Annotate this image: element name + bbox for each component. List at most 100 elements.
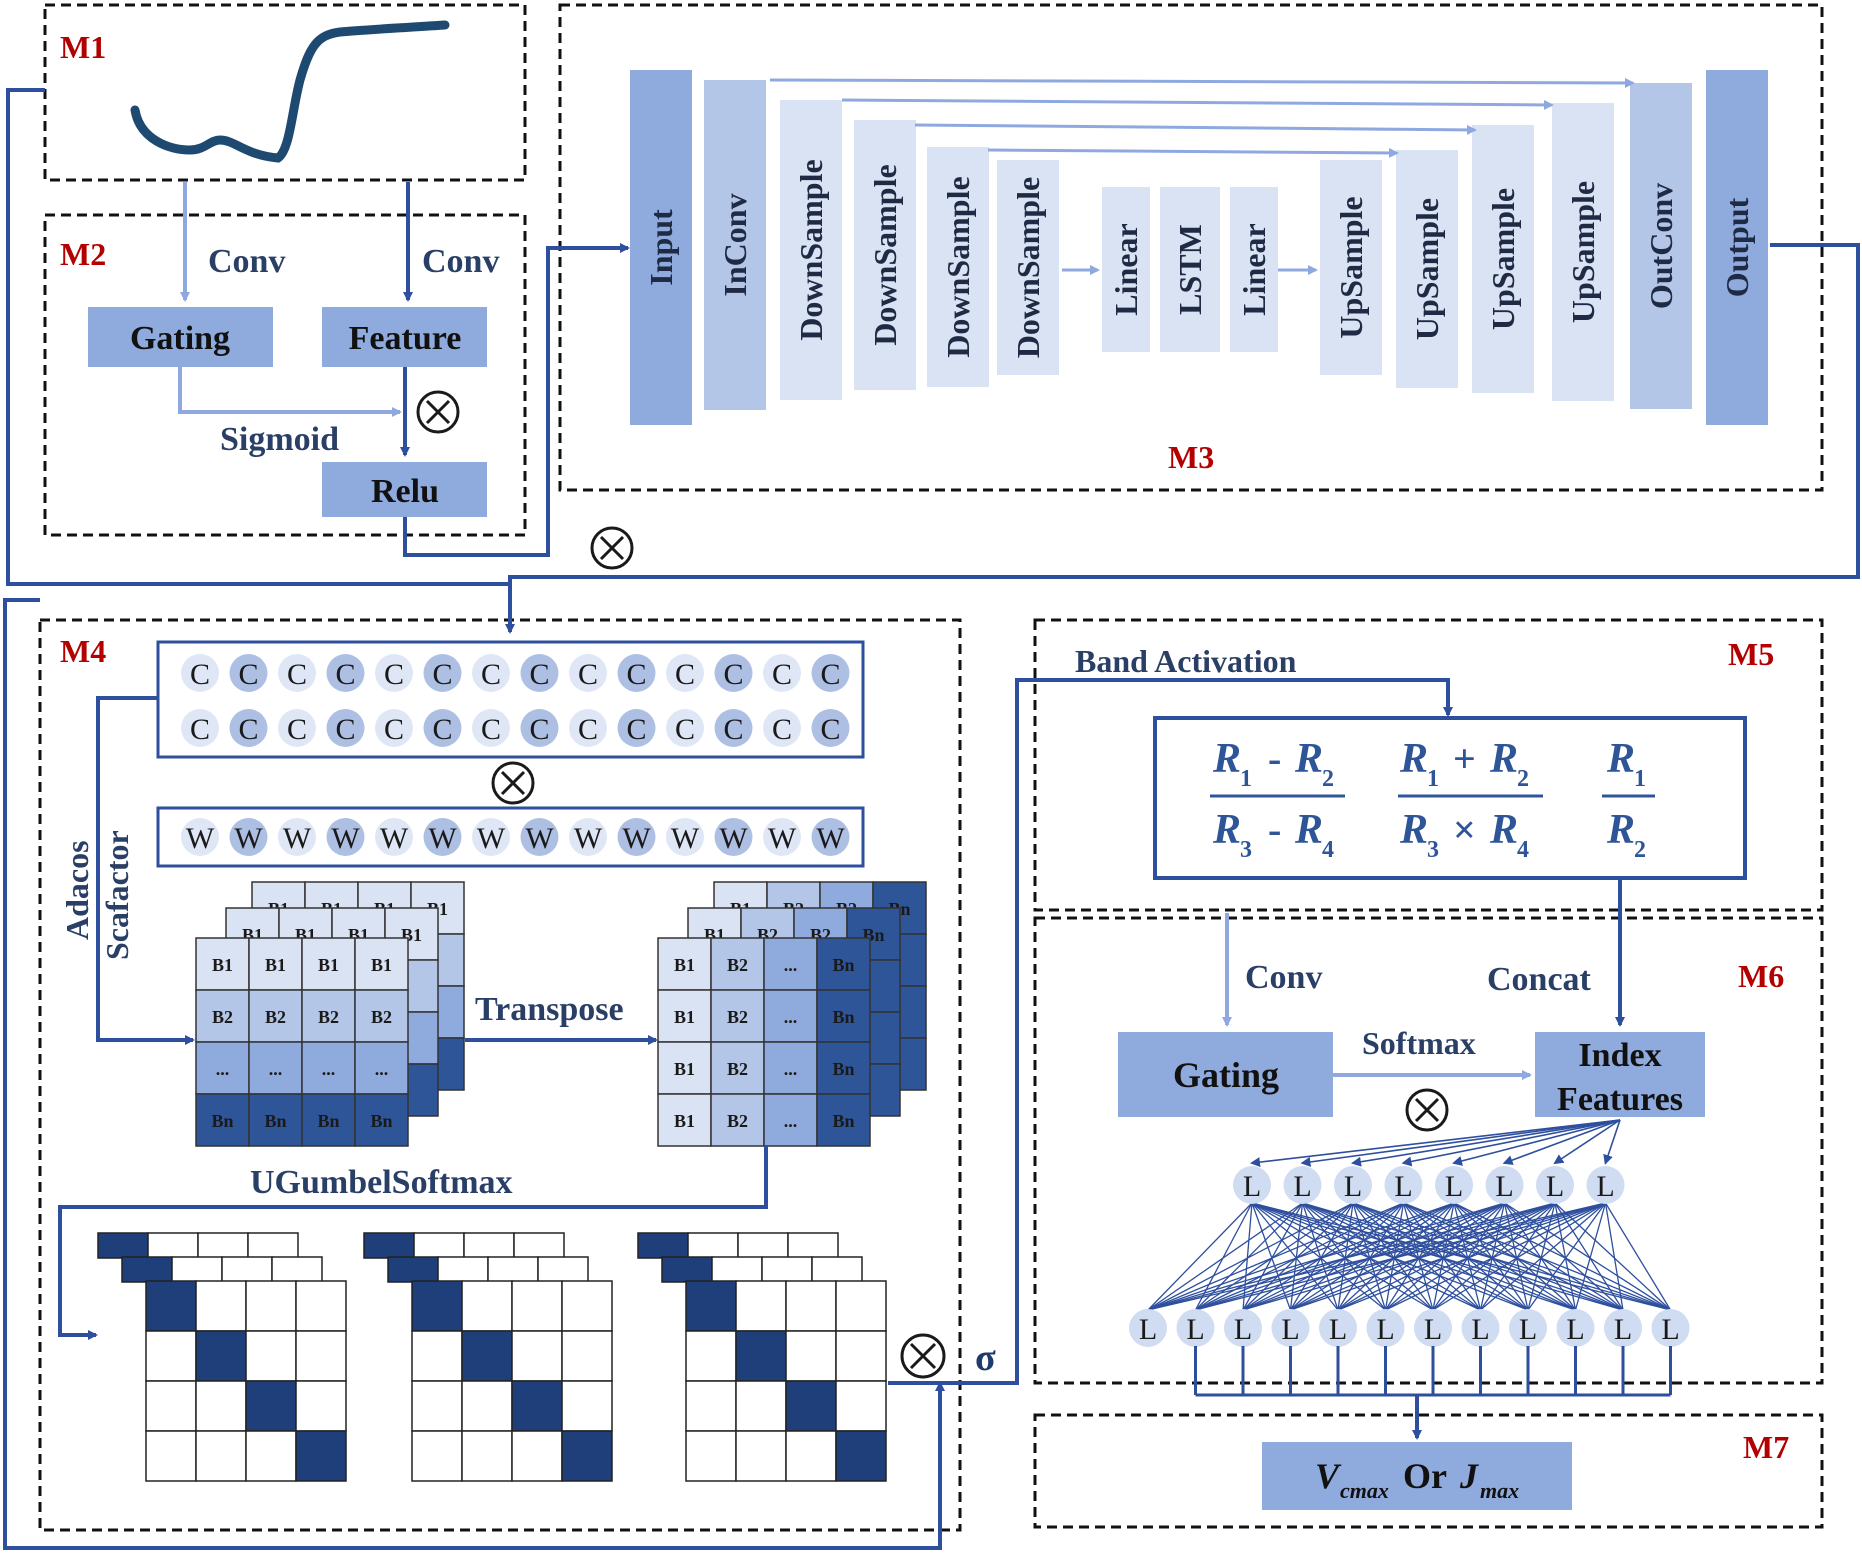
output-j-sub: max (1480, 1478, 1519, 1503)
unet-block-5 (997, 160, 1059, 375)
m5-frame (1033, 618, 1824, 912)
selection-cell (121, 1256, 173, 1283)
mlp-edge (1242, 1202, 1253, 1311)
grid-left-cell-label: B1 (371, 955, 392, 975)
grid-left-cell (195, 1041, 250, 1095)
unet-block-label-8: Linear (1236, 223, 1272, 315)
unet-block-label-13: OutConv (1643, 183, 1679, 309)
mlp-top-node (1485, 1166, 1524, 1204)
unet-block-label-3: DownSample (867, 164, 903, 345)
m2-conv-right: Conv (422, 243, 499, 280)
m2-relu-label: Relu (371, 473, 439, 510)
m2-gating-box (88, 307, 273, 367)
selection-cell (245, 1330, 297, 1382)
m6-frame (1033, 916, 1824, 1385)
grid-left-cell-label: B2 (371, 1007, 392, 1027)
feature-edge (1452, 1119, 1621, 1166)
selection-cell (685, 1380, 737, 1432)
grid-right-cell (816, 1041, 871, 1095)
f1-num-b: R (1294, 736, 1323, 782)
mlp-top-label: L (1394, 1170, 1412, 1203)
mlp-bottom-node (1651, 1309, 1690, 1347)
c-row1-dot-13 (811, 654, 850, 692)
output-or: Or (1403, 1456, 1447, 1496)
m4-multiply-icon (491, 761, 535, 805)
grid-right-cell-label: B2 (727, 955, 748, 975)
grid-right-cell-label: Bn (832, 1059, 854, 1079)
c-row2-dot-3 (326, 709, 365, 747)
c-row1-letter-12: C (772, 658, 792, 691)
mlp-edge (1402, 1202, 1482, 1311)
feature-edge (1401, 1119, 1621, 1167)
m2-label: M2 (60, 236, 106, 272)
mlp-edge (1352, 1202, 1671, 1311)
mlp-bottom-node (1224, 1309, 1262, 1347)
m6-conv-label: Conv (1245, 959, 1322, 996)
f1-den-a: R (1212, 807, 1241, 853)
unet-block-label-5: DownSample (1010, 177, 1046, 358)
w-row-dot-1 (229, 818, 268, 856)
band-grid-right: B1B2B2BnB1B2B2BnB1B2...BnB1B2...BnB1B2..… (657, 881, 927, 1147)
mlp-edge (1195, 1202, 1606, 1311)
selection-cell (835, 1430, 887, 1482)
output-v: V (1315, 1456, 1342, 1496)
c-row2-dot-12 (763, 709, 801, 747)
mlp-top-node (1435, 1166, 1473, 1204)
mlp-bottom-label: L (1281, 1313, 1299, 1346)
selection-cell (295, 1330, 347, 1382)
grid-left-cell-label: ... (322, 1059, 336, 1079)
f1-den-b-sub: 4 (1322, 837, 1334, 863)
ugumbel-label: UGumbelSoftmax (250, 1164, 513, 1201)
feature-edge (1553, 1119, 1621, 1165)
selection-cell (511, 1380, 563, 1432)
sigma-label: σ (975, 1337, 996, 1379)
c-row2-letter-7: C (529, 713, 549, 746)
mlp-edge (1527, 1202, 1607, 1311)
unet-block-7 (1160, 187, 1220, 352)
c-row2-dot-9 (617, 709, 656, 747)
grid-right-cell (657, 1041, 712, 1095)
mlp-edge (1352, 1202, 1529, 1311)
m6-multiply-icon (1405, 1088, 1449, 1132)
selection-cell (147, 1232, 199, 1259)
m7-frame (1033, 1413, 1824, 1529)
selection-cell (145, 1280, 197, 1332)
m2-sigmoid: Sigmoid (220, 421, 339, 458)
mlp-top-label: L (1596, 1170, 1614, 1203)
mlp-edge (1301, 1202, 1387, 1311)
m2-feature-box (322, 307, 487, 367)
grid-right-cell (710, 1041, 765, 1095)
grid-left-cell-label: ... (216, 1059, 230, 1079)
grid-left-cell-label: B2 (318, 1007, 339, 1027)
mlp-edge (1479, 1202, 1556, 1311)
selection-cell (463, 1232, 515, 1259)
c-row2-dot-11 (714, 709, 753, 747)
unet-block-label-2: DownSample (793, 159, 829, 340)
selection-cell (835, 1280, 887, 1332)
w-row-dot-3 (326, 818, 365, 856)
w-row-dot-7 (520, 818, 559, 856)
w-row-dot-0 (181, 818, 219, 856)
w-row-dot-4 (375, 818, 413, 856)
mlp-bottom-node (1414, 1309, 1452, 1347)
c-row2-letter-6: C (481, 713, 501, 746)
grid-right-cell (657, 937, 712, 991)
selection-cell (561, 1430, 613, 1482)
w-row-letter-13: W (816, 822, 845, 855)
c-row1-letter-1: C (238, 658, 258, 691)
mlp-bottom-label: L (1139, 1313, 1157, 1346)
mlp-edge (1290, 1202, 1606, 1311)
selection-cell (295, 1430, 347, 1482)
mlp-edge (1479, 1202, 1506, 1311)
unet-block-label-9: UpSample (1333, 196, 1369, 338)
mlp-edge (1337, 1202, 1455, 1311)
mlp-edge (1289, 1202, 1304, 1311)
selection-cell (271, 1256, 323, 1283)
grid-left-cell-label: B1 (318, 955, 339, 975)
mlp-bottom-node (1319, 1309, 1357, 1347)
mlp-edge (1301, 1202, 1339, 1311)
c-row2-letter-13: C (820, 713, 840, 746)
mlp-edge (1527, 1202, 1556, 1311)
